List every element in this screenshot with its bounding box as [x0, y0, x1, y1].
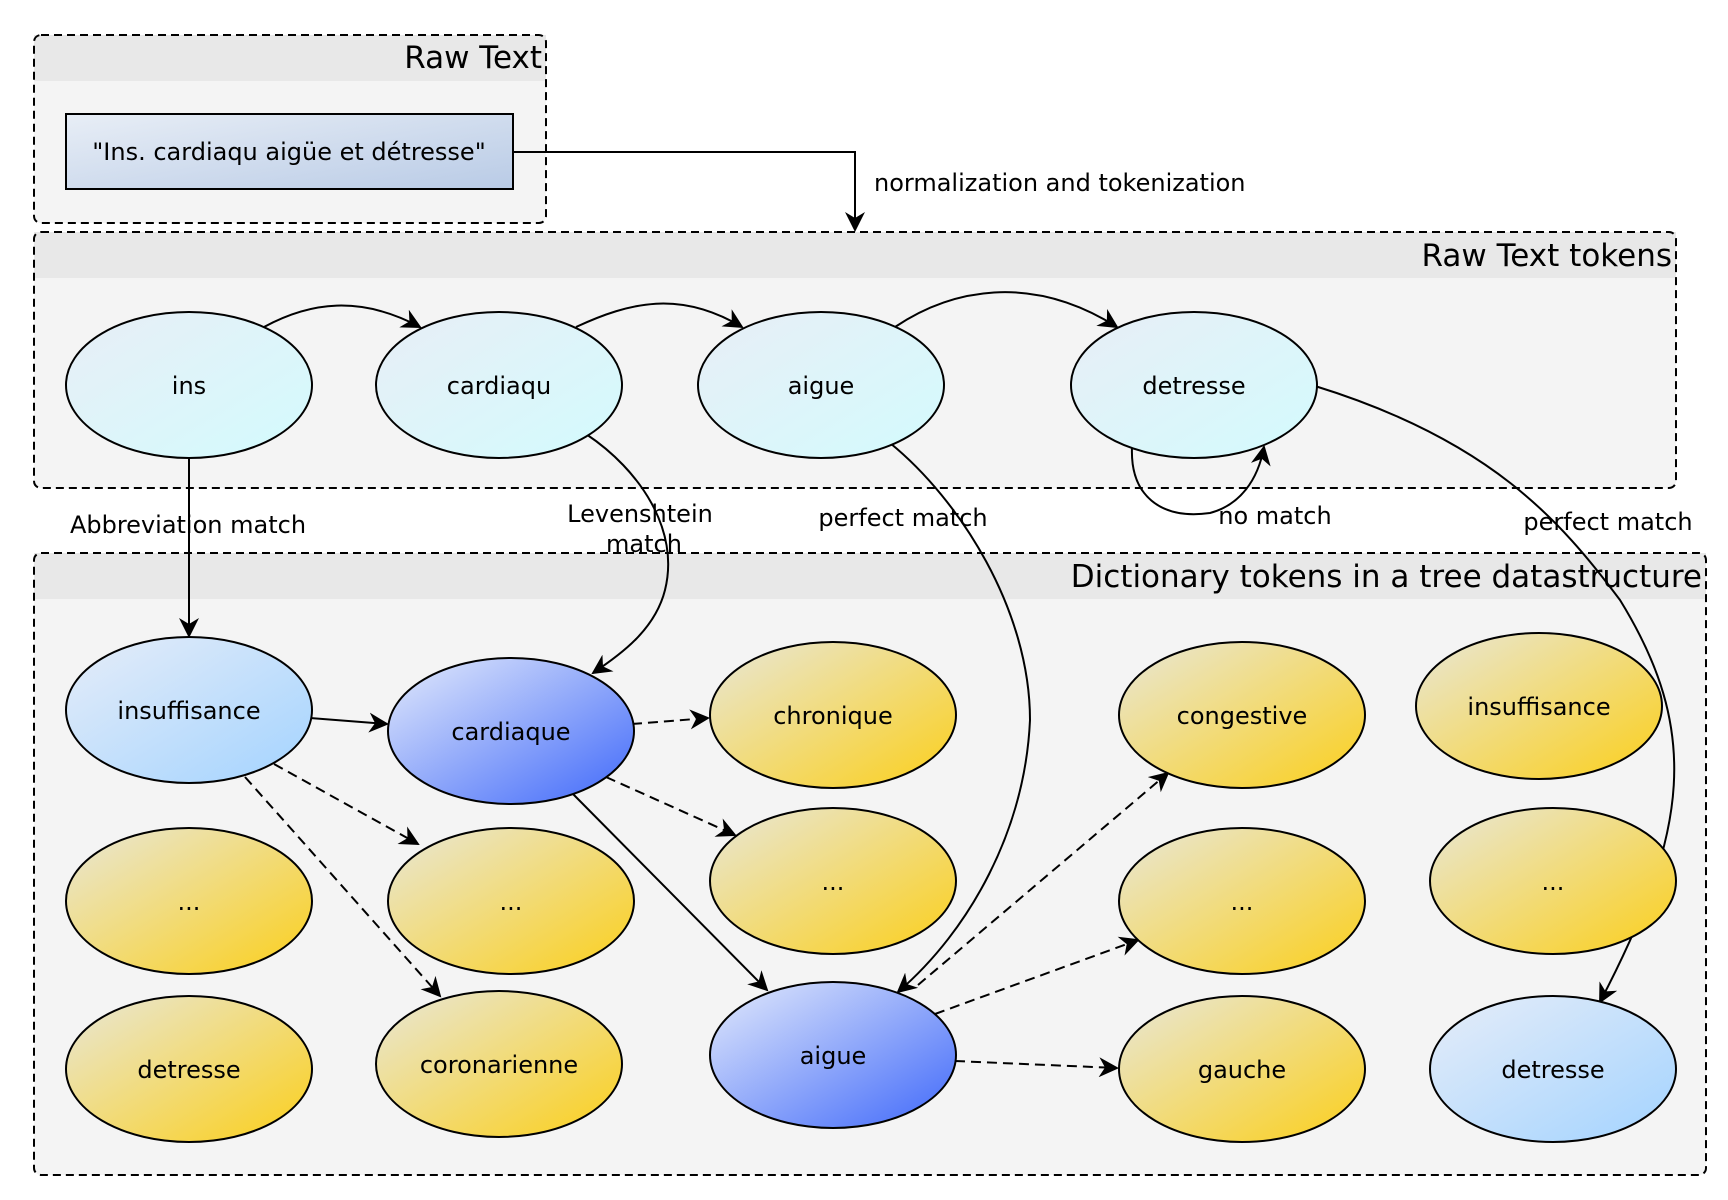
dict-insuffisance-label: insuffisance	[117, 697, 260, 725]
edge-ins-cardiaqu	[263, 304, 422, 328]
dict-insuffisance-2[interactable]: insuffisance	[1415, 632, 1663, 780]
dict-coronarienne-label: coronarienne	[420, 1051, 578, 1079]
label-abbreviation: Abbreviation match	[70, 511, 306, 539]
dict-detresse-1-label: detresse	[137, 1056, 240, 1084]
label-no-match: no match	[1218, 502, 1331, 530]
edge-aigue-congestive	[917, 771, 1170, 986]
token-nodes: ins cardiaqu aigue detresse	[65, 311, 1318, 459]
group-dictionary-header	[34, 553, 1706, 599]
token-detresse-label: detresse	[1142, 372, 1245, 400]
dict-aigue[interactable]: aigue	[709, 981, 957, 1129]
label-normalization: normalization and tokenization	[874, 169, 1246, 197]
dict-chronique-label: chronique	[773, 702, 893, 730]
edge-insuffisance-cardiaque	[309, 712, 389, 733]
dict-detresse-2-label: detresse	[1501, 1056, 1604, 1084]
group-dictionary-title: Dictionary tokens in a tree datastructur…	[1071, 559, 1702, 595]
edge-cardiaqu-aigue	[575, 302, 744, 329]
edge-insuffisance-coronarienne	[244, 776, 442, 998]
edge-insuffisance-ellipsis	[273, 763, 420, 845]
token-cardiaqu[interactable]: cardiaqu	[375, 311, 623, 459]
dictionary-nodes: insuffisance cardiaque chronique congest…	[65, 632, 1677, 1143]
dict-detresse-1[interactable]: detresse	[65, 995, 313, 1143]
dict-ellipsis-2-label: ...	[500, 888, 523, 916]
dict-chronique[interactable]: chronique	[709, 641, 957, 789]
edge-labels: normalization and tokenization Abbreviat…	[70, 169, 1693, 558]
edge-cardiaque-chronique	[631, 709, 710, 730]
dict-ellipsis-1[interactable]: ...	[65, 827, 313, 975]
edge-perfect-aigue	[889, 442, 1032, 994]
label-levenshtein-line1: Levenshtein	[567, 500, 713, 528]
token-aigue-label: aigue	[788, 372, 855, 400]
label-levenshtein-line2: match	[606, 530, 682, 558]
dict-ellipsis-2[interactable]: ...	[387, 827, 635, 975]
group-raw-tokens-header	[34, 232, 1676, 278]
token-ins[interactable]: ins	[65, 311, 313, 459]
label-perfect-match-aigue: perfect match	[818, 504, 987, 532]
dict-coronarienne[interactable]: coronarienne	[375, 990, 623, 1138]
dict-ellipsis-5-label: ...	[1542, 868, 1565, 896]
dict-insuffisance-2-label: insuffisance	[1467, 693, 1610, 721]
token-detresse[interactable]: detresse	[1070, 311, 1318, 459]
dict-cardiaque[interactable]: cardiaque	[387, 657, 635, 805]
dict-ellipsis-5[interactable]: ...	[1429, 807, 1677, 955]
group-raw-text-title: Raw Text	[404, 40, 542, 76]
dict-detresse-2[interactable]: detresse	[1429, 995, 1677, 1143]
group-raw-text-header	[34, 35, 546, 81]
dict-ellipsis-4-label: ...	[1231, 888, 1254, 916]
label-perfect-match-detresse: perfect match	[1523, 508, 1692, 536]
dict-ellipsis-4[interactable]: ...	[1118, 827, 1366, 975]
dict-gauche-label: gauche	[1198, 1056, 1286, 1084]
edge-cardiaque-aigue	[571, 792, 769, 992]
edge-normalization	[513, 151, 865, 232]
edge-no-match-loop	[1130, 445, 1271, 516]
dict-congestive[interactable]: congestive	[1118, 641, 1366, 789]
edge-aigue-ellipsis	[934, 936, 1140, 1015]
edge-cardiaque-ellipsis	[605, 776, 737, 837]
raw-input-text: "Ins. cardiaqu aigüe et détresse"	[92, 138, 485, 166]
dict-ellipsis-1-label: ...	[178, 888, 201, 916]
dict-insuffisance[interactable]: insuffisance	[65, 636, 313, 784]
dict-ellipsis-3-label: ...	[822, 868, 845, 896]
edges	[179, 151, 1676, 1078]
dict-congestive-label: congestive	[1177, 702, 1308, 730]
raw-input-box: "Ins. cardiaqu aigüe et détresse"	[65, 113, 514, 190]
token-aigue[interactable]: aigue	[697, 311, 945, 459]
edge-levenshtein	[585, 433, 670, 675]
token-cardiaqu-label: cardiaqu	[447, 372, 551, 400]
dict-ellipsis-3[interactable]: ...	[709, 807, 957, 955]
group-raw-tokens-title: Raw Text tokens	[1422, 238, 1672, 274]
edge-aigue-detresse	[894, 291, 1119, 329]
dict-cardiaque-label: cardiaque	[451, 718, 570, 746]
token-ins-label: ins	[172, 372, 206, 400]
dict-aigue-label: aigue	[800, 1042, 867, 1070]
edge-aigue-gauche	[954, 1057, 1119, 1078]
dict-gauche[interactable]: gauche	[1118, 995, 1366, 1143]
